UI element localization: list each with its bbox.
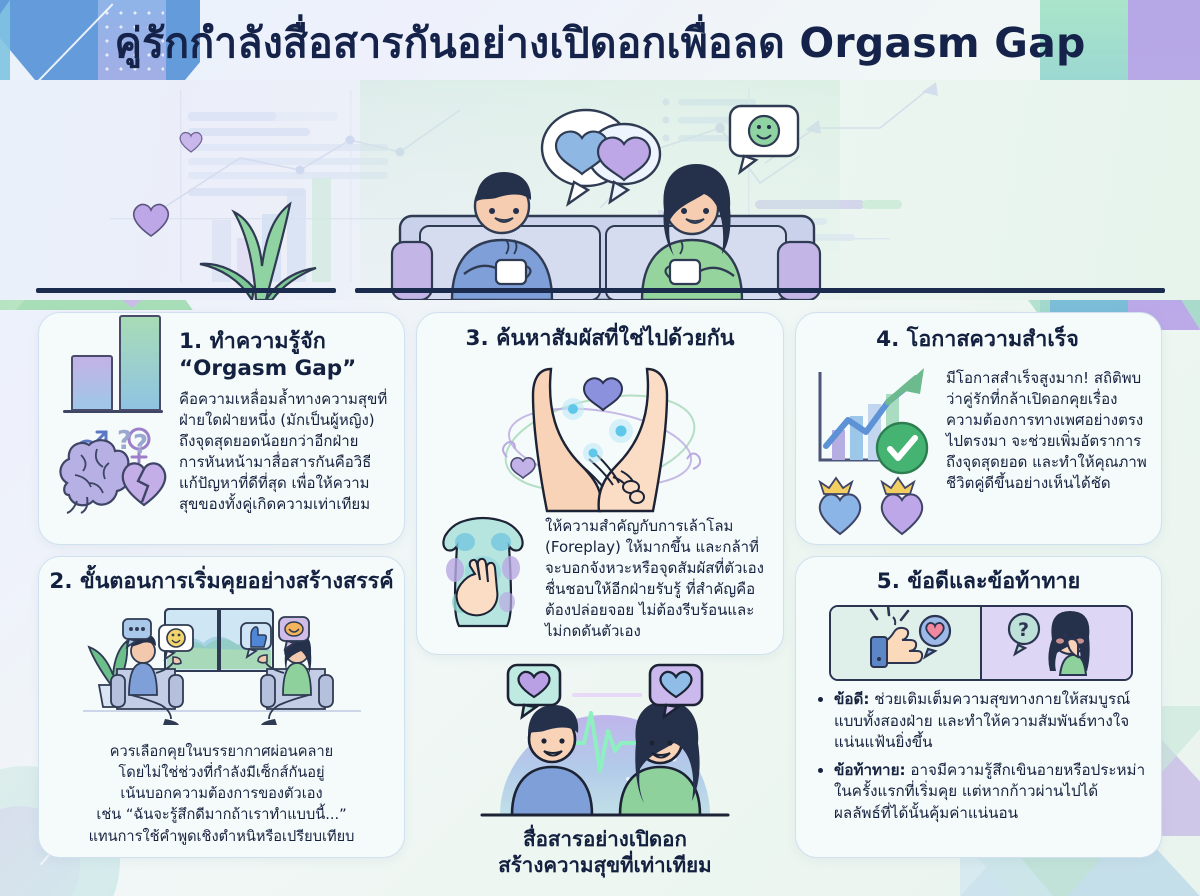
bullet-text-challenges: อาจมีความรู้สึกเขินอายหรือประหม่าในครั้ง… [834, 760, 1146, 822]
female-symbol-icon [127, 427, 151, 464]
hero-baseline-left [36, 288, 336, 293]
holding-hands-illustration [502, 367, 702, 513]
card-3-body: ให้ความสำคัญกับการเล้าโลม (Foreplay) ให้… [545, 517, 764, 640]
card-1-understand-orgasm-gap: ? ? 1. ทำความรู้จัก “Orgasm Gap” คือความ… [38, 312, 405, 545]
thumbs-up-icon [869, 607, 952, 668]
card-1-body: คือความเหลื่อมล้ำทางความสุขที่ฝ่ายใดฝ่าย… [179, 389, 388, 513]
question-marks-icon: ? ? [117, 426, 148, 460]
card-2-caption: ควรเลือกคุยในบรรยากาศผ่อนคลาย โดยไม่ใช่ช… [88, 743, 355, 845]
svg-text:?: ? [117, 426, 132, 456]
bullet-label-pros: ข้อดี: [834, 690, 870, 708]
hero-illustration [0, 80, 1200, 300]
pros-challenges-panels: ? [829, 605, 1133, 681]
card-3-title: 3. ค้นหาสัมผัสที่ใช่ไปด้วยกัน [465, 326, 735, 351]
broken-heart-icon [121, 462, 167, 507]
bullet-text-pros: ช่วยเติมเต็มความสุขทางกายให้สมบูรณ์แบบทั… [834, 690, 1131, 752]
couple-figures [390, 164, 822, 300]
list-item: ข้อท้าทาย: อาจมีความรู้สึกเขินอายหรือประ… [834, 760, 1147, 825]
bar-chart-icon [61, 315, 165, 464]
card-1-title: 1. ทำความรู้จัก “Orgasm Gap” [179, 329, 357, 381]
body-touch-map-illustration [442, 516, 524, 628]
bottom-caption: สื่อสารอย่างเปิดอก สร้างความสุขที่เท่าเท… [400, 826, 810, 878]
card-3-find-right-touch: 3. ค้นหาสัมผัสที่ใช่ไปด้วยกัน [416, 312, 784, 655]
crowned-heart-purple-icon [880, 476, 924, 536]
crowned-hearts-icons [814, 476, 934, 540]
card-2-title: 2. ขั้นตอนการเริ่มคุยอย่างสร้างสรรค์ [49, 569, 394, 594]
page-title: คู่รักกำลังสื่อสารกันอย่างเปิดอกเพื่อลด … [114, 19, 1086, 67]
card-4-success-chance: 4. โอกาสความสำเร็จ [795, 312, 1162, 545]
hero-baseline-right [355, 288, 1165, 293]
crowned-heart-blue-icon [818, 476, 862, 536]
card-2-how-to-start-talking: 2. ขั้นตอนการเริ่มคุยอย่างสร้างสรรค์ [38, 556, 405, 858]
smiley-speech-bubble-icon [728, 104, 800, 175]
floating-heart-icon [133, 203, 169, 237]
list-item: ข้อดี: ช่วยเติมเต็มความสุขทางกายให้สมบูร… [834, 689, 1147, 754]
card-1-icons: ? ? [53, 315, 171, 534]
svg-text:?: ? [133, 430, 148, 460]
couple-with-heartbeat-illustration [480, 663, 730, 817]
card-5-title: 5. ข้อดีและข้อท้าทาย [876, 569, 1081, 594]
growth-chart-icon [818, 367, 924, 462]
two-people-talking-illustration [82, 608, 361, 725]
plant-decoration [199, 201, 317, 300]
card-5-bullets: ข้อดี: ช่วยเติมเต็มความสุขทางกายให้สมบูร… [816, 689, 1147, 830]
confused-woman-panel: ? [980, 607, 1131, 679]
card-4-icons [808, 367, 936, 536]
floating-heart-small-icon [179, 131, 203, 153]
thumbs-up-heart-panel [831, 607, 980, 679]
svg-text:?: ? [1018, 619, 1029, 641]
green-check-icon [875, 421, 929, 475]
bullet-label-challenges: ข้อท้าทาย: [834, 760, 906, 779]
question-mark-icon: ? [1007, 611, 1090, 676]
brain-and-broken-heart-icons: ? ? [57, 426, 171, 514]
card-4-body: มีโอกาสสำเร็จสูงมาก! สถิติพบว่าคู่รักที่… [946, 368, 1147, 492]
bottom-caption-line-1: สื่อสารอย่างเปิดอก [523, 827, 687, 851]
brain-icon [59, 439, 131, 514]
card-5-pros-and-challenges: 5. ข้อดีและข้อท้าทาย ? [795, 556, 1162, 858]
bottom-caption-line-2: สร้างความสุขที่เท่าเทียม [498, 853, 712, 878]
watermark-document-chart-left [110, 90, 461, 282]
heart-speech-bubble-icon [540, 108, 662, 207]
card-4-title: 4. โอกาสความสำเร็จ [876, 327, 1079, 352]
